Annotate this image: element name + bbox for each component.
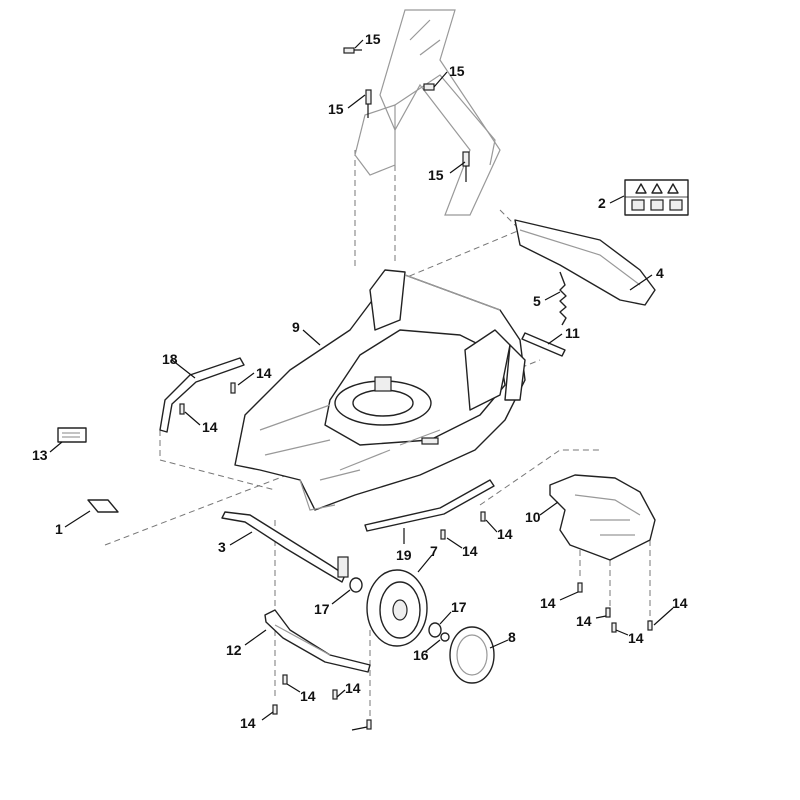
- callout-13: 13: [32, 447, 48, 463]
- callout-15: 15: [449, 63, 465, 79]
- callout-labels: 15 15 15 15 2 4 5 9 11 18 14 14 13 1 3 1…: [32, 31, 688, 731]
- callout-14: 14: [300, 688, 316, 704]
- spring: [559, 271, 567, 326]
- washer-17: [349, 577, 442, 638]
- nut-16: [440, 632, 450, 642]
- callout-5: 5: [533, 293, 541, 309]
- callout-14: 14: [576, 613, 592, 629]
- callout-16: 16: [413, 647, 429, 663]
- callout-14: 14: [345, 680, 361, 696]
- rear-flap: [514, 219, 656, 306]
- callout-1: 1: [55, 521, 63, 537]
- callout-18: 18: [162, 351, 178, 367]
- leader-lines: [49, 39, 674, 731]
- screw-14-group: [272, 511, 653, 730]
- callout-10: 10: [525, 509, 541, 525]
- handle-assembly-ghost: [354, 9, 501, 216]
- callout-14: 14: [256, 365, 272, 381]
- callout-17: 17: [314, 601, 330, 617]
- callout-14: 14: [628, 630, 644, 646]
- small-label: [57, 427, 87, 443]
- callout-4: 4: [656, 265, 664, 281]
- callout-2: 2: [598, 195, 606, 211]
- callout-14: 14: [497, 526, 513, 542]
- callout-15: 15: [428, 167, 444, 183]
- hub-cap: [449, 626, 495, 684]
- bolt-15: [343, 47, 470, 182]
- front-bracket: [264, 609, 371, 673]
- screw-14: [179, 382, 236, 415]
- callout-12: 12: [226, 642, 242, 658]
- callout-7: 7: [430, 543, 438, 559]
- wheel: [366, 569, 428, 647]
- callout-9: 9: [292, 319, 300, 335]
- callout-14: 14: [240, 715, 256, 731]
- callout-8: 8: [508, 629, 516, 645]
- mower-deck: [234, 269, 526, 511]
- callout-14: 14: [540, 595, 556, 611]
- discharge-cover: [549, 474, 656, 561]
- callout-11: 11: [565, 325, 580, 341]
- axle: [221, 511, 349, 583]
- side-strip: [159, 357, 245, 433]
- callout-19: 19: [396, 547, 412, 563]
- rear-strip: [364, 479, 495, 532]
- callout-14: 14: [672, 595, 688, 611]
- rod: [521, 332, 566, 357]
- callout-3: 3: [218, 539, 226, 555]
- callout-14: 14: [462, 543, 478, 559]
- warning-label: [624, 179, 689, 216]
- callout-15: 15: [365, 31, 381, 47]
- callout-17: 17: [451, 599, 467, 615]
- callout-14: 14: [202, 419, 218, 435]
- callout-15: 15: [328, 101, 344, 117]
- plate: [87, 499, 119, 513]
